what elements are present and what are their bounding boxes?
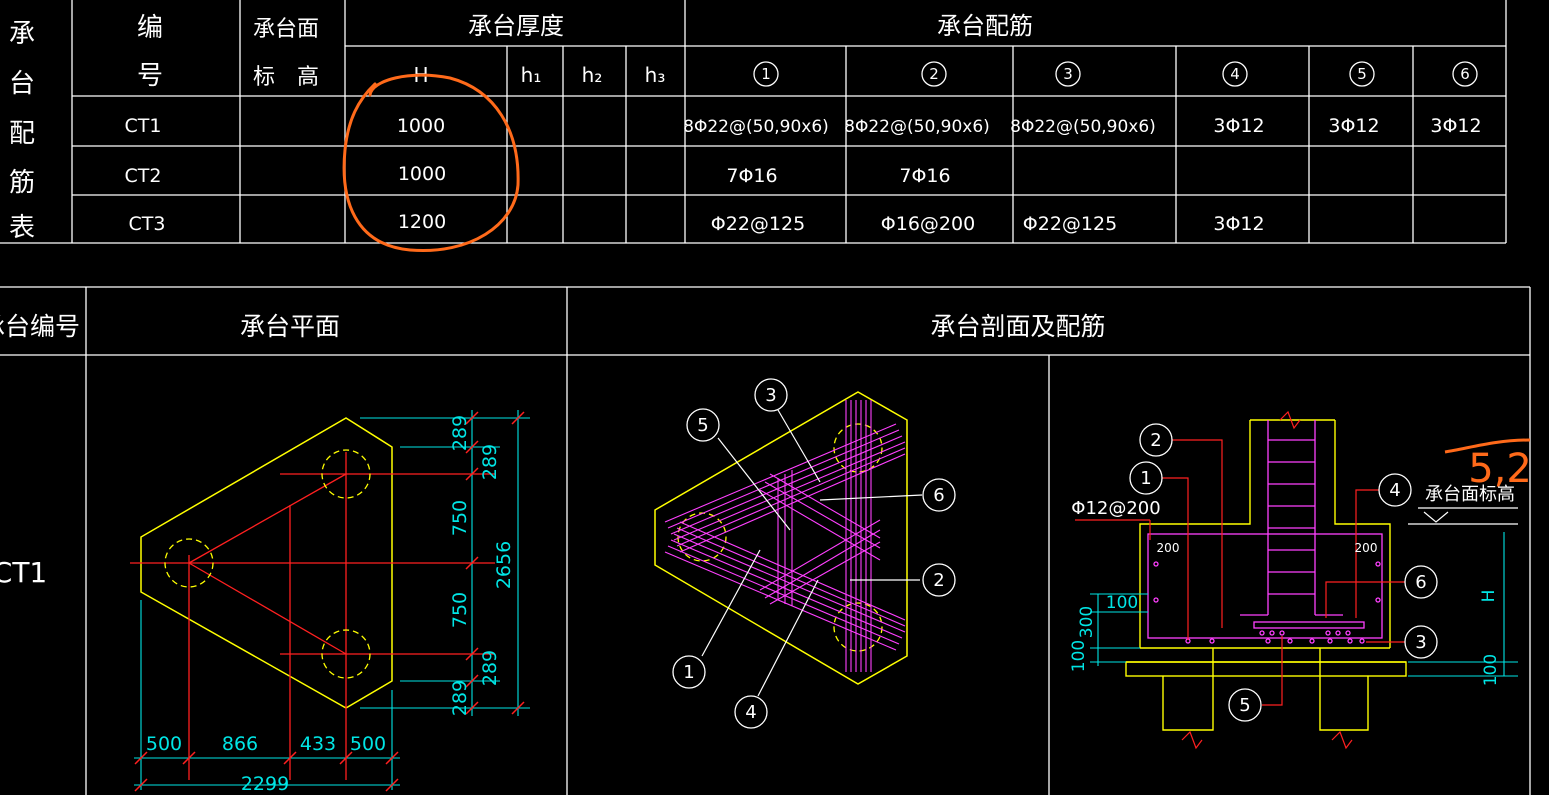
section-callout-5: 5	[1239, 695, 1250, 716]
rebar-no-6: 6	[1460, 65, 1470, 83]
section-rebars	[1147, 420, 1383, 644]
section-header: 承台剖面及配筋	[930, 312, 1105, 341]
rebar-header: 承台配筋	[937, 12, 1033, 40]
row-ct1-rebar-4: 3Φ12	[1213, 115, 1264, 137]
section-dimension-lines	[1090, 532, 1518, 677]
row-ct2-rebar-1: 7Φ16	[726, 165, 777, 187]
sub-header-h3: h₃	[645, 63, 666, 87]
cover-right: 200	[1355, 541, 1378, 555]
table-side-title-1: 承	[9, 19, 35, 49]
dim-289-top-b: 289	[479, 444, 501, 480]
dim-500-a: 500	[146, 733, 182, 755]
rebar-callout-6: 6	[933, 485, 944, 506]
col-elev-header-2: 标 高	[253, 65, 319, 90]
dim-433: 433	[300, 733, 336, 755]
rebar-callout-2: 2	[933, 570, 944, 591]
dim-289-bot-b: 289	[449, 680, 471, 716]
sub-header-h2: h₂	[582, 63, 603, 87]
rebar-callout-circles	[672, 378, 956, 729]
col-no-header-1: 编	[137, 13, 163, 43]
row-ct1-rebar-6: 3Φ12	[1430, 115, 1481, 137]
row-ct3-id: CT3	[129, 213, 166, 235]
row-ct1-id: CT1	[125, 115, 162, 137]
table-side-title-4: 筋	[9, 168, 35, 198]
section-dim-300: 300	[1077, 606, 1097, 638]
plan-dimension-ticks	[134, 411, 525, 792]
row-ct1-H: 1000	[397, 115, 445, 137]
elev-label: 承台面标高	[1425, 484, 1515, 505]
stirrup-label: Φ12@200	[1071, 498, 1160, 519]
table-side-title-3: 配	[9, 119, 35, 149]
dim-866: 866	[222, 733, 258, 755]
row-ct2-H: 1000	[398, 163, 446, 185]
col-id-header: 承台编号	[0, 312, 80, 341]
rebar-no-1: 1	[761, 65, 771, 83]
section-leaders	[1075, 439, 1405, 706]
rebar-leaders	[701, 409, 923, 697]
dim-750-b: 750	[449, 592, 471, 628]
section-dim-100-b: 100	[1069, 640, 1089, 672]
col-elev-header-1: 承台面	[253, 17, 319, 42]
cap-plan-view: 289 289 750 750 2656 289 289 500 866 433…	[130, 410, 530, 795]
section-break-marks	[1181, 410, 1353, 750]
row-ct3-rebar-1: Φ22@125	[711, 213, 805, 235]
row-ct3-rebar-3: Φ22@125	[1023, 213, 1117, 235]
section-callout-3: 3	[1415, 632, 1426, 653]
rebar-cap-outline	[654, 391, 908, 685]
rebar-no-3: 3	[1063, 65, 1073, 83]
pile-axis-lines	[130, 452, 495, 780]
dim-750-a: 750	[449, 500, 471, 536]
table-side-title-2: 台	[9, 69, 35, 99]
rebar-no-5: 5	[1357, 65, 1367, 83]
row-ct1-rebar-5: 3Φ12	[1328, 115, 1379, 137]
rebar-schedule-table	[0, 0, 1507, 244]
col-no-header-2: 号	[137, 61, 163, 91]
row-ct2-rebar-2: 7Φ16	[899, 165, 950, 187]
section-concrete-outline	[1125, 419, 1407, 731]
section-dim-100-a: 100	[1106, 593, 1138, 613]
section-callout-2: 2	[1150, 430, 1161, 451]
row-ct1-rebar-2: 8Φ22@(50,90x6)	[844, 117, 990, 137]
rebar-plan-view: 3 5 6 2 1 4	[654, 378, 956, 729]
hand-annotation: 5,2	[1444, 438, 1532, 492]
row-ct1-rebar-3: 8Φ22@(50,90x6)	[1010, 117, 1156, 137]
rebar-callout-5: 5	[697, 415, 708, 436]
plan-header: 承台平面	[240, 312, 340, 341]
thickness-header: 承台厚度	[468, 12, 564, 40]
section-dim-100-right: 100	[1481, 654, 1501, 686]
rebar-number-circles	[753, 61, 1478, 87]
rebar-callout-1: 1	[683, 662, 694, 683]
section-callout-circles	[1129, 423, 1438, 722]
rebar-no-2: 2	[929, 65, 939, 83]
detail-row-id: CT1	[0, 556, 47, 589]
cover-left: 200	[1157, 541, 1180, 555]
row-ct2-id: CT2	[125, 165, 162, 187]
dim-2299: 2299	[241, 773, 289, 795]
section-callout-4: 4	[1389, 480, 1400, 501]
hand-drawn-circle	[342, 73, 520, 253]
row-ct3-H: 1200	[398, 211, 446, 233]
sub-header-h1: h₁	[521, 63, 542, 87]
detail-frame	[0, 286, 1531, 795]
rebar-bundles	[664, 400, 906, 672]
row-ct3-rebar-4: 3Φ12	[1213, 213, 1264, 235]
cap-section-view: 2 1 4 6 3 5 Φ12@200 200 200 承台面标高	[1069, 410, 1518, 750]
pile-circles	[164, 449, 371, 679]
table-side-title-5: 表	[9, 213, 35, 243]
dim-289-top: 289	[449, 415, 471, 451]
dim-289-bot: 289	[479, 650, 501, 686]
section-callout-1: 1	[1140, 468, 1151, 489]
rebar-callout-4: 4	[745, 702, 756, 723]
section-callout-6: 6	[1415, 572, 1426, 593]
elevation-marker	[1408, 507, 1518, 525]
rebar-no-4: 4	[1230, 65, 1240, 83]
annotation-text: 5,2	[1468, 446, 1532, 492]
rebar-callout-3: 3	[765, 385, 776, 406]
row-ct1-rebar-1: 8Φ22@(50,90x6)	[683, 117, 829, 137]
dim-500-b: 500	[350, 733, 386, 755]
dim-2656: 2656	[493, 541, 515, 589]
row-ct3-rebar-2: Φ16@200	[881, 213, 975, 235]
section-dim-H: H	[1479, 590, 1499, 603]
